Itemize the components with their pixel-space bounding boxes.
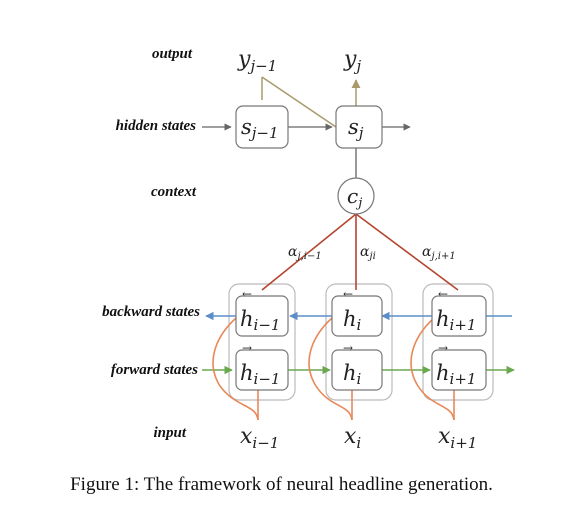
row-label-context: context bbox=[151, 184, 197, 200]
output-node-base: y bbox=[237, 47, 251, 72]
backward-state-node: ← hi−1 bbox=[235, 287, 289, 337]
hidden-node-base: s bbox=[241, 115, 252, 139]
row-label-backward-states: backward states bbox=[102, 304, 200, 320]
svg-text:hi: hi bbox=[343, 307, 362, 334]
row-label-output: output bbox=[152, 46, 193, 62]
attention-weight-label: αj,i−1 bbox=[288, 244, 322, 262]
backward-state-node: ← hi bbox=[331, 287, 383, 337]
svg-text:hi−1: hi−1 bbox=[240, 307, 280, 334]
hidden-state-node: sj−1 bbox=[235, 105, 289, 149]
forward-state-node: → hi bbox=[331, 341, 383, 391]
svg-text:hi+1: hi+1 bbox=[436, 307, 476, 334]
svg-text:cj: cj bbox=[347, 184, 362, 211]
svg-text:sj−1: sj−1 bbox=[241, 115, 279, 142]
encoder-column-box bbox=[422, 283, 494, 401]
row-label-forward-states: forward states bbox=[111, 362, 198, 378]
output-node-base: y bbox=[343, 47, 357, 72]
svg-text:yj: yj bbox=[343, 47, 361, 75]
forward-state-node: → hi+1 bbox=[431, 341, 487, 391]
svg-text:hi−1: hi−1 bbox=[240, 361, 280, 388]
figure-caption: Figure 1: The framework of neural headli… bbox=[70, 474, 493, 495]
encoder-column-box bbox=[325, 283, 393, 401]
backward-state-node: ← hi+1 bbox=[431, 287, 487, 337]
context-node-sub: j bbox=[355, 196, 362, 211]
input-link-i-plus-1 bbox=[410, 317, 455, 421]
context-node-base: c bbox=[347, 184, 358, 208]
encoder-column-box bbox=[228, 283, 296, 401]
context-node: cj bbox=[337, 177, 375, 215]
input-node: xi−1 bbox=[240, 424, 279, 452]
attention-line-i-plus-1 bbox=[355, 213, 459, 291]
hidden-node-sub: j bbox=[356, 124, 364, 142]
svg-text:hi: hi bbox=[343, 361, 362, 388]
attention-weight-label: αj,i+1 bbox=[422, 244, 456, 262]
forward-arrow-glyph: → bbox=[343, 341, 353, 355]
input-node: xi+1 bbox=[438, 424, 477, 452]
backward-arrow-glyph: ← bbox=[242, 287, 252, 301]
input-node: xi bbox=[344, 424, 361, 452]
attention-weight-label: αji bbox=[360, 244, 376, 262]
input-link-i-minus-1 bbox=[212, 317, 259, 421]
forward-arrow-glyph: → bbox=[438, 341, 448, 355]
row-label-hidden-states: hidden states bbox=[116, 118, 197, 134]
svg-text:hi+1: hi+1 bbox=[436, 361, 476, 388]
input-link-i bbox=[308, 317, 353, 421]
output-node-sub: j bbox=[353, 57, 361, 75]
hidden-state-node: sj bbox=[335, 105, 383, 149]
output-node: yj bbox=[343, 47, 361, 75]
forward-arrow-glyph: → bbox=[242, 341, 252, 355]
hidden-node-base: s bbox=[348, 115, 359, 139]
backward-arrow-glyph: ← bbox=[438, 287, 448, 301]
svg-text:yj−1: yj−1 bbox=[237, 47, 277, 75]
hidden-node-sub: j−1 bbox=[249, 124, 279, 142]
output-node-sub: j−1 bbox=[247, 57, 277, 75]
forward-state-node: → hi−1 bbox=[235, 341, 289, 391]
attention-line-i-minus-1 bbox=[261, 213, 357, 291]
output-node: yj−1 bbox=[237, 47, 277, 75]
svg-text:sj: sj bbox=[348, 115, 364, 142]
row-label-input: input bbox=[153, 425, 186, 441]
backward-arrow-glyph: ← bbox=[343, 287, 353, 301]
decoder-link-diagonal bbox=[261, 76, 337, 128]
